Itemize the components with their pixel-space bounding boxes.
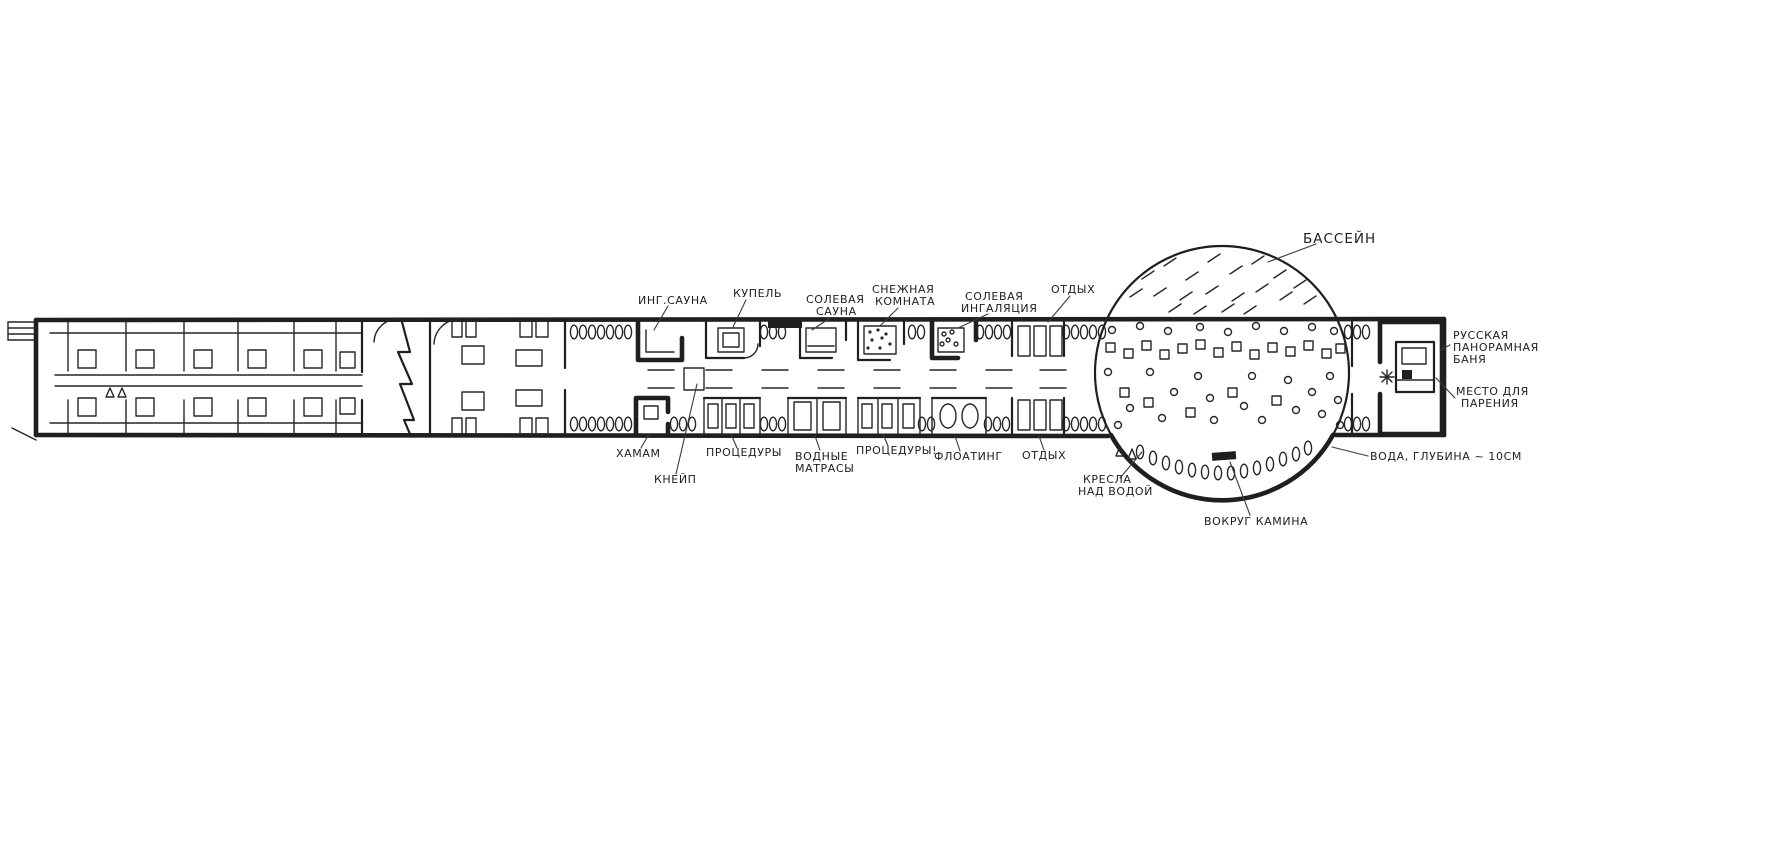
pool-area [1093,244,1351,503]
rooms-procedures-left [702,396,762,435]
room-rest-top [1010,320,1066,358]
door-burst [1379,369,1395,385]
entry-block-windows [433,318,567,436]
label-water-mattresses-2: МАТРАСЫ [795,462,854,475]
leader-around-fireplace [1229,461,1251,516]
leader-rest-bottom [1038,435,1045,451]
label-around-fireplace: ВОКРУГ КАМИНА [1204,515,1308,528]
label-russian-banya-1: РУССКАЯ [1453,329,1509,342]
corridor-dashes [647,369,1067,389]
rooms-procedures-right [856,396,922,435]
label-salt-sauna-2: САУНА [816,305,857,318]
label-salt-sauna-1: СОЛЕВАЯ [806,293,864,306]
label-salt-inhalation-2: ИНГАЛЯЦИЯ [961,302,1037,315]
label-russian-banya-2: ПАНОРАМНАЯ [1453,341,1539,354]
fireplace [1211,451,1237,461]
room-rest-bottom [1010,396,1066,436]
leader-salt-inhalation [957,313,989,329]
label-kneipp: КНЕЙП [654,473,697,486]
label-procedures-right: ПРОЦЕДУРЫ! [856,444,937,457]
room-salt-sauna [798,320,848,360]
leader-procedures-right [882,433,889,447]
label-snow-room-1: СНЕЖНАЯ [872,283,934,296]
leader-kupel [732,299,747,328]
leader-water-mattresses [814,435,821,451]
leader-floating [954,435,961,452]
room-floating [930,396,988,435]
label-floating: ФЛОАТИНГ [934,450,1003,463]
label-chairs-over-water-2: НАД ВОДОЙ [1078,485,1153,498]
leader-chairs-over-water [1119,451,1143,479]
entrance-stairs [7,321,37,441]
pool-seat-circles-upper [1107,321,1339,337]
label-kupel: КУПЕЛЬ [733,287,782,300]
label-snow-room-2: КОМНАТА [875,295,935,308]
label-water-mattresses-1: ВОДНЫЕ [795,450,848,463]
label-chairs-over-water-1: КРЕСЛА [1083,473,1131,486]
rooms-water-mattresses [786,396,848,435]
labels: ИНГ.САУНА КУПЕЛЬ СОЛЕВАЯ САУНА СНЕЖНАЯ К… [616,229,1539,528]
leader-pool [1267,243,1317,263]
label-procedures-left: ПРОЦЕДУРЫ [706,446,782,459]
label-rest-bottom: ОТДЫХ [1022,449,1066,462]
section-break-arrow [373,318,432,436]
label-ing-sauna: ИНГ.САУНА [638,294,708,307]
leader-rest-top [1047,295,1071,323]
label-water-depth: ВОДА, ГЛУБИНА ~ 10СМ [1370,450,1522,463]
leader-steaming-place [1435,377,1456,399]
pool-scatter [1103,367,1345,430]
label-pool: БАССЕЙН [1303,229,1376,247]
pool-seat-squares [1105,339,1346,360]
russian-banya [1350,319,1445,437]
pool-lower-wall [1108,432,1336,503]
kneipp-basin [683,367,705,391]
label-hammam: ХАМАМ [616,447,661,460]
leader-snow-room [879,307,899,327]
leader-procedures-left [730,433,738,449]
leader-russian-banya [1439,344,1451,351]
wall-poche [768,319,802,328]
room-kupel [704,320,762,360]
left-wing-rooms [49,320,364,436]
leader-salt-sauna [811,317,831,331]
label-salt-inhalation-1: СОЛЕВАЯ [965,290,1023,303]
room-hammam [633,395,671,437]
label-steaming-place-2: ПАРЕНИЯ [1461,397,1519,410]
label-russian-banya-3: БАНЯ [1453,353,1486,366]
leader-hammam [640,433,650,449]
room-ing-sauna [635,319,685,363]
leader-kneipp [675,383,698,475]
label-steaming-place-1: МЕСТО ДЛЯ [1456,385,1529,398]
label-rest-top: ОТДЫХ [1051,283,1095,296]
leader-lines [640,243,1456,516]
room-salt-inhalation [929,319,979,361]
room-snow [856,320,906,362]
leader-ing-sauna [653,305,669,331]
leader-water-depth [1331,446,1369,457]
chairs-over-water [1115,440,1313,481]
